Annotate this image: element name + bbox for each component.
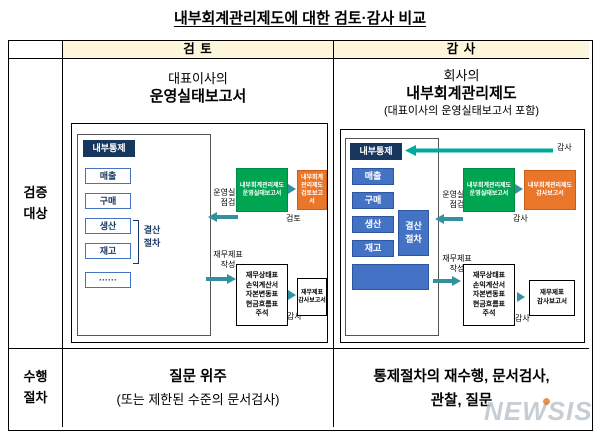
page-title-text: 내부회계관리제도에 대한 검토·감사 비교 — [173, 10, 427, 27]
review-result-report-box: 내부회계관리제도 검토보고서 — [297, 170, 327, 210]
audit-process-box-production: 생산 — [352, 216, 394, 233]
review-fs-items-box: 재무상태표 손익계산서 자본변동표 현금흐름표 주석 — [236, 264, 288, 326]
review-ops-report-box: 내부회계관리제도 운영실태보고서 — [236, 168, 288, 212]
newsis-watermark-dot — [543, 398, 550, 405]
audit-procedure-line1: 통제절차의 재수행, 문서검사, — [373, 369, 550, 385]
arrow-right-icon — [288, 290, 296, 300]
comparison-table: 검 토 감 사 검증 대상 대표이사의 운영실태보고서 내부통제 매출 구매 생… — [8, 40, 593, 431]
audit-procedure-line2: 관찰, 질문 — [430, 393, 493, 409]
audit-procedure-cell: 통제절차의 재수행, 문서검사, 관찰, 질문 — [334, 349, 589, 427]
page-title: 내부회계관리제도에 대한 검토·감사 비교 — [0, 7, 600, 28]
review-closing-label: 결산 절차 — [143, 225, 161, 248]
row-label-target: 검증 대상 — [9, 59, 63, 349]
audit-process-box-sales: 매출 — [352, 168, 394, 185]
corner-cell — [9, 41, 63, 59]
review-process-box-production: 생산 — [85, 218, 131, 234]
review-fs-arrow-label: 감사 — [287, 312, 302, 321]
header-audit: 감 사 — [334, 41, 589, 59]
header-audit-label: 감 사 — [446, 42, 477, 56]
review-cell: 대표이사의 운영실태보고서 내부통제 매출 구매 생산 재고 ······ 결산… — [63, 59, 334, 349]
arrow-left-icon — [435, 214, 463, 224]
audit-fs-prep-label: 재무제표 작성 — [442, 254, 472, 273]
audit-closing-box: 결산 절차 — [398, 210, 429, 256]
review-process-box-sales: 매출 — [85, 168, 131, 184]
arrow-right-icon — [515, 184, 523, 194]
review-inner-frame — [77, 134, 211, 336]
row-label-procedure-text: 수행 절차 — [23, 369, 48, 405]
review-subject-line1: 대표이사의 — [168, 71, 228, 86]
row-label-procedure: 수행 절차 — [9, 349, 63, 427]
audit-fs-report-box: 재무제표 감사보고서 — [529, 280, 575, 316]
audit-fs-items-box: 재무상태표 손익계산서 자본변동표 현금흐름표 주석 — [463, 264, 515, 326]
audit-subject-line2: 내부회계관리제도 — [406, 85, 517, 102]
review-process-box-purchase: 구매 — [85, 193, 131, 209]
review-fs-report-box: 재무제표 감사보고서 — [297, 278, 327, 316]
audit-result-report-box: 내부회계관리제도 감사보고서 — [524, 170, 576, 210]
audit-process-box-inventory: 재고 — [352, 240, 394, 257]
audit-ops-check-label: 운영실태 점검 — [442, 190, 472, 209]
review-procedure-line2: (또는 제한된 수준의 문서검사) — [116, 392, 280, 407]
row-label-target-text: 검증 대상 — [23, 184, 48, 221]
arrow-left-icon — [405, 145, 553, 156]
review-process-box-inventory: 재고 — [85, 243, 131, 259]
header-review-label: 검 토 — [183, 42, 213, 56]
audit-diagram: 내부통제 감사 매출 구매 생산 재고 결산 절차 운영실태 점검 내부회계관리… — [340, 129, 585, 343]
audit-cell: 회사의 내부회계관리제도 (대표이사의 운영실태보고서 포함) 내부통제 감사 … — [334, 59, 589, 349]
audit-mid-arrow-label: 감사 — [513, 214, 528, 223]
review-procedure-line1: 질문 위주 — [169, 369, 227, 385]
arrow-left-icon — [208, 212, 238, 222]
header-review: 검 토 — [63, 41, 334, 59]
audit-ops-report-box: 내부회계관리제도 운영실태보고서 — [463, 168, 515, 212]
arrow-right-icon — [517, 292, 525, 302]
audit-fs-arrow-label: 감사 — [515, 314, 530, 323]
arrow-right-icon — [433, 276, 461, 286]
review-fs-prep-label: 재무제표 작성 — [213, 250, 243, 269]
audit-inner-frame — [345, 138, 439, 336]
audit-process-box-purchase: 구매 — [352, 192, 394, 209]
arrow-right-icon — [288, 184, 296, 194]
audit-process-box-base — [352, 264, 429, 290]
audit-top-arrow-label: 감사 — [557, 143, 572, 152]
review-ops-check-label: 운영실태 점검 — [213, 188, 243, 207]
audit-subject-line1: 회사의 — [443, 68, 480, 83]
audit-internal-control-box: 내부통제 — [350, 143, 402, 160]
review-subject-line2: 운영실태보고서 — [149, 88, 247, 105]
review-diagram: 내부통제 매출 구매 생산 재고 ······ 결산 절차 운영실태 점검 내부… — [71, 123, 328, 343]
review-mid-arrow-label: 검토 — [286, 214, 301, 223]
audit-subject-line3: (대표이사의 운영실태보고서 포함) — [383, 105, 540, 117]
review-process-box-etc: ······ — [85, 272, 131, 288]
newsis-watermark: NEWSIS — [484, 396, 593, 426]
review-internal-control-box: 내부통제 — [83, 140, 135, 157]
review-procedure-cell: 질문 위주 (또는 제한된 수준의 문서검사) — [63, 349, 334, 427]
arrow-right-icon — [206, 274, 236, 284]
closing-bracket-shape — [133, 220, 139, 264]
